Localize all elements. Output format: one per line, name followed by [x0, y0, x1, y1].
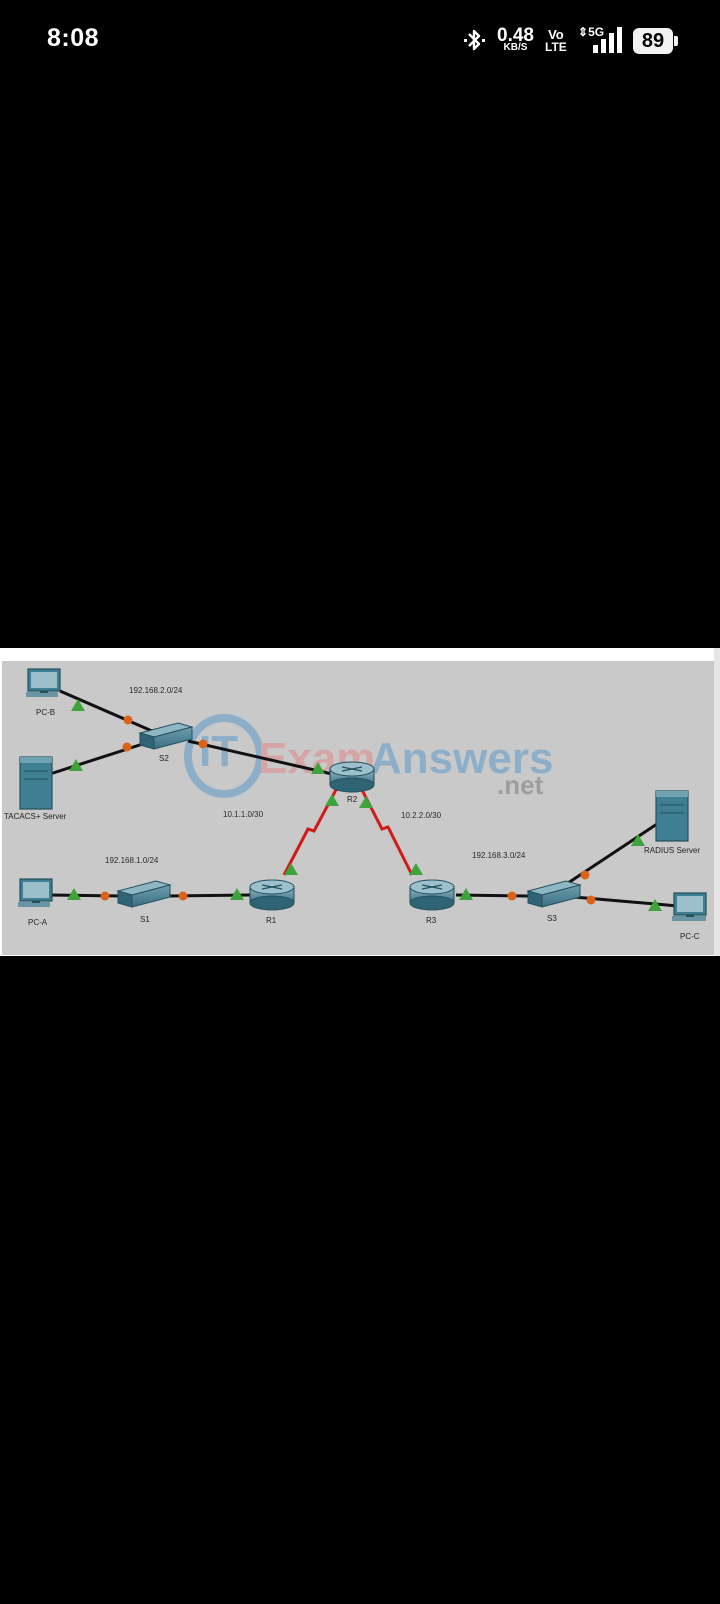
- port-marker: [507, 891, 517, 901]
- port-marker: [100, 891, 110, 901]
- status-time: 8:08: [47, 24, 100, 52]
- switch-s3-icon[interactable]: [526, 880, 582, 908]
- image-scroll-edge: [714, 648, 720, 956]
- network-label-lan-c: 192.168.3.0/24: [472, 851, 526, 860]
- battery-icon: 89: [633, 28, 679, 54]
- port-marker: [122, 742, 132, 752]
- router-r1-label: R1: [266, 916, 277, 925]
- pc-c-label: PC-C: [680, 932, 700, 941]
- link-pcb-s2: [59, 689, 153, 733]
- network-label-wan-1: 10.1.1.0/30: [223, 810, 264, 819]
- port-marker: [198, 739, 208, 749]
- network-speed: 0.48 KB/S: [497, 26, 534, 53]
- pc-a-icon[interactable]: [18, 878, 53, 907]
- topology-canvas: IT Exam Answers .net: [4, 668, 707, 941]
- switch-port-markers: [100, 715, 596, 905]
- status-bar: 8:08 0.48 KB/S Vo LTE ⇕5G 89: [0, 0, 720, 84]
- link-up-markers: [67, 699, 662, 911]
- router-r3-icon[interactable]: [409, 879, 455, 911]
- pc-b-label: PC-B: [36, 708, 55, 717]
- tacacs-server-icon[interactable]: [19, 756, 53, 810]
- link-up-marker: [67, 888, 81, 900]
- radius-server-label: RADIUS Server: [644, 846, 700, 855]
- bluetooth-icon: [464, 29, 485, 51]
- pc-c-icon[interactable]: [672, 892, 707, 921]
- port-marker: [178, 891, 188, 901]
- link-r1-r2-serial: [282, 785, 340, 876]
- volte-indicator: Vo LTE: [545, 28, 567, 53]
- switch-s1-icon[interactable]: [116, 880, 172, 908]
- port-marker: [123, 715, 133, 725]
- link-up-marker: [359, 796, 373, 808]
- link-up-marker: [325, 794, 339, 806]
- network-speed-value: 0.48: [497, 25, 534, 46]
- network-speed-unit: KB/S: [503, 42, 528, 53]
- link-up-marker: [631, 834, 645, 846]
- pc-b-icon[interactable]: [26, 668, 61, 697]
- topology-image-frame: IT Exam Answers .net: [0, 648, 720, 956]
- network-label-wan-2: 10.2.2.0/30: [401, 811, 442, 820]
- switch-s3-label: S3: [547, 914, 557, 923]
- link-up-marker: [409, 863, 423, 875]
- volte-bottom: LTE: [545, 40, 567, 54]
- switch-s2-label: S2: [159, 754, 169, 763]
- network-label-lan-a: 192.168.1.0/24: [105, 856, 159, 865]
- watermark-suffix: .net: [497, 770, 544, 800]
- router-r2-label: R2: [347, 795, 358, 804]
- tacacs-server-label: TACACS+ Server: [4, 812, 67, 821]
- port-marker: [586, 895, 596, 905]
- data-arrows-icon: ⇕: [578, 25, 589, 39]
- link-up-marker: [71, 699, 85, 711]
- network-label-lan-b: 192.168.2.0/24: [129, 686, 183, 695]
- switch-s1-label: S1: [140, 915, 150, 924]
- link-up-marker: [284, 863, 298, 875]
- link-tacacs-s2: [49, 739, 153, 776]
- link-pca-s1: [49, 893, 123, 898]
- volte-top: Vo: [548, 27, 564, 42]
- signal-icon: [593, 27, 622, 53]
- router-r3-label: R3: [426, 916, 437, 925]
- link-up-marker: [459, 888, 473, 900]
- link-s2-r2: [187, 739, 333, 776]
- link-up-marker: [311, 762, 325, 774]
- port-marker: [580, 870, 590, 880]
- router-r2-icon[interactable]: [329, 761, 375, 793]
- link-up-marker: [648, 899, 662, 911]
- battery-tip: [674, 36, 678, 46]
- watermark-brand2: Answers: [370, 734, 553, 783]
- battery-level: 89: [633, 28, 673, 54]
- network-type-label: 5G: [588, 25, 605, 39]
- link-up-marker: [69, 759, 83, 771]
- radius-server-icon[interactable]: [655, 790, 689, 842]
- network-topology-diagram: IT Exam Answers .net: [2, 661, 719, 955]
- network-type: ⇕5G: [578, 25, 604, 39]
- pc-a-label: PC-A: [28, 918, 48, 927]
- switch-s2-icon[interactable]: [138, 722, 194, 750]
- link-up-marker: [230, 888, 244, 900]
- router-r1-icon[interactable]: [249, 879, 295, 911]
